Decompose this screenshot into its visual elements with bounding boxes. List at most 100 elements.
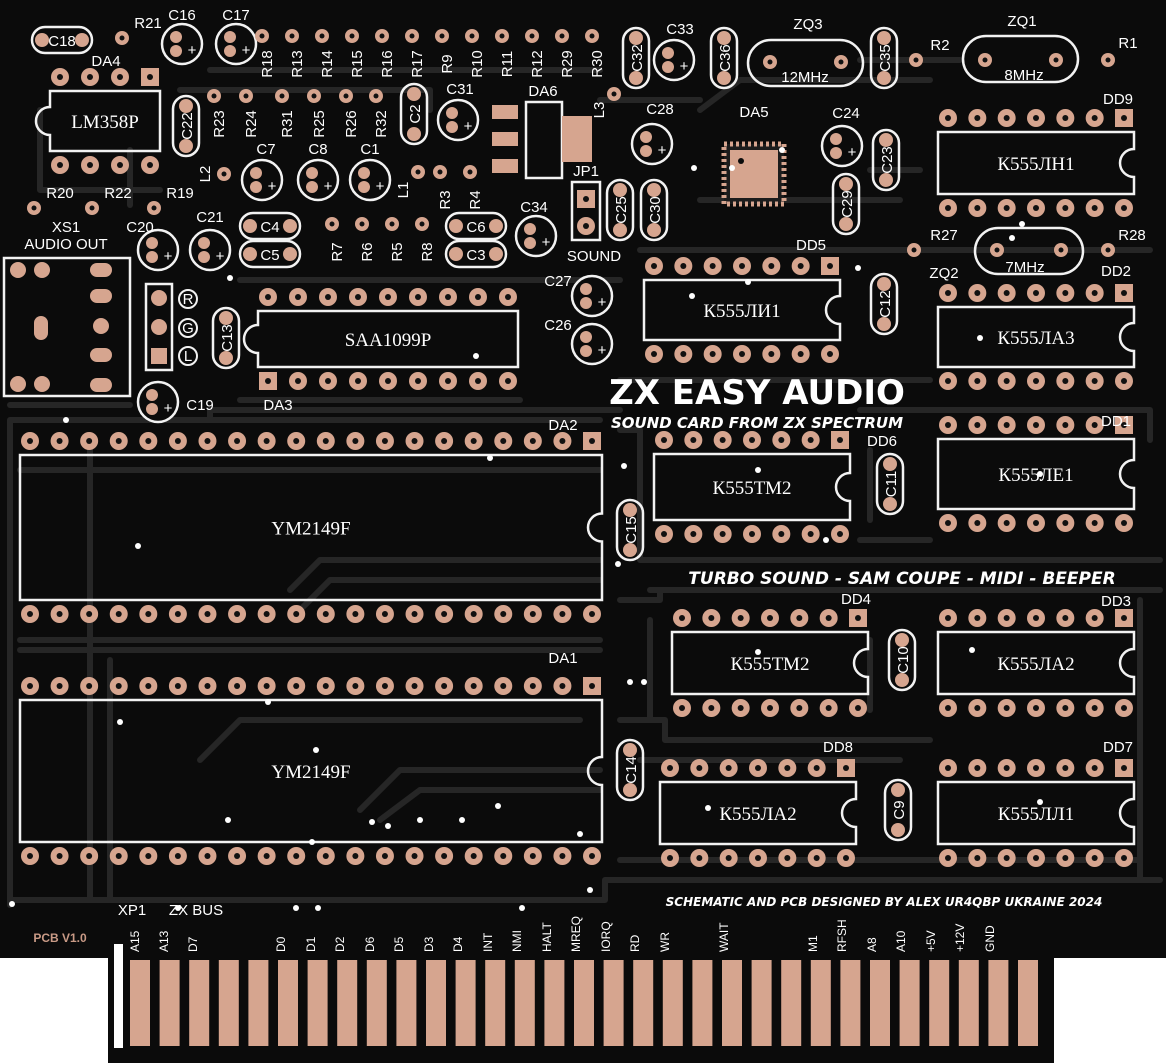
via [309,839,315,845]
bus-pin-label: WR [658,932,672,952]
via [63,417,69,423]
bus-finger [278,960,298,1046]
r17-label: R17 [409,50,426,78]
bus-pin-label: D5 [392,936,406,952]
r28-label: R28 [1118,227,1146,244]
bus-finger [455,960,476,1046]
bus-pin-label: D6 [363,936,377,952]
dd8-name: К555ЛА2 [719,804,796,825]
bus-finger [514,960,535,1046]
dd7-name: К555ЛЛ1 [998,804,1074,825]
bus-pin-label: A15 [128,930,142,952]
via [977,335,983,341]
c29-label: C29 [839,190,856,218]
bus-pin-label: A8 [865,937,879,952]
dd9-ref: DD9 [1103,91,1133,108]
board-subtitle: SOUND CARD FROM ZX SPECTRUM [611,414,903,432]
zq2-freq: 7MHz [1005,259,1044,276]
c7-label: C7 [256,141,275,158]
crystal-zq1: 8MHz ZQ1 [961,13,1080,84]
xp1-ref: XP1 [118,902,146,919]
via [9,901,15,907]
bus-finger [692,960,713,1046]
via [641,679,647,685]
via [615,561,621,567]
r23-label: R23 [211,110,228,138]
c24-label: C24 [832,105,860,122]
bus-finger [781,960,802,1046]
via [577,831,583,837]
c14-label: C14 [623,756,640,784]
c36-label: C36 [717,44,734,72]
board-credit: SCHEMATIC AND PCB DESIGNED BY ALEX UR4QB… [666,895,1103,909]
bus-pin-label: RD [628,934,642,952]
dd2-name: К555ЛА3 [997,328,1074,349]
bus-finger [218,960,239,1046]
bus-pin-label: D4 [451,936,465,952]
bus-finger [159,960,180,1046]
jp1-label: SOUND [567,248,621,265]
r2-label: R2 [930,37,949,54]
c19-plus: + [164,400,173,417]
c20-label: C20 [126,219,154,236]
c17-label: C17 [222,7,250,24]
board-title: ZX EASY AUDIO [609,373,905,413]
vias [9,147,1043,911]
dip-chips: YM2149FDA2YM2149FDA1SAA1099PDA3LM358PDA4… [18,53,1136,867]
bus-finger [426,960,446,1046]
bus-finger [574,960,594,1046]
r27-label: R27 [930,227,958,244]
bus-pin-label: +12V [953,924,967,952]
bus-finger [130,960,150,1046]
bus-pin-label: INT [481,932,495,952]
c23-label: C23 [879,146,896,174]
via [265,699,271,705]
c8-label: C8 [308,141,327,158]
via [729,165,735,171]
bus-finger [870,960,890,1046]
dd3-name: К555ЛА2 [997,654,1074,675]
dd1-ref: DD1 [1101,413,1131,430]
zq2-ref: ZQ2 [929,265,958,282]
via [473,353,479,359]
c3-label: C3 [466,247,485,264]
bus-finger [337,960,358,1046]
dd3-ref: DD3 [1101,593,1131,610]
chip-dd3: К555ЛА2 DD3 [936,593,1136,717]
da2-name: YM2149F [271,519,350,540]
r9-label: R9 [439,54,456,73]
bus-finger [988,960,1009,1046]
c19-label: C19 [186,397,214,414]
zq3-freq: 12MHz [781,69,829,86]
r22-label: R22 [104,185,132,202]
via [1037,799,1043,805]
via [1019,221,1025,227]
bus-finger [751,960,772,1046]
via [487,455,493,461]
c13-label: C13 [219,324,236,352]
crystal-zq3: 12MHz ZQ3 [746,16,865,88]
jumper-jp1: JP1 SOUND [567,163,621,265]
c6-label: C6 [466,219,485,236]
via [779,147,785,153]
da3-ref: DA3 [263,397,292,414]
dd6-ref: DD6 [867,433,897,450]
c5-label: C5 [260,247,279,264]
r10-label: R10 [469,50,486,78]
da1-ref: DA1 [548,650,577,667]
da2-ref: DA2 [548,417,577,434]
bus-finger [840,960,861,1046]
bus-pin-label: D1 [304,936,318,952]
dd2-ref: DD2 [1101,263,1131,280]
r12-label: R12 [529,50,546,78]
audio-pin-l: L [184,348,192,365]
c8-plus: + [324,178,333,195]
c33-plus: + [680,58,689,75]
r7-label: R7 [329,242,346,261]
bus-finger [662,960,683,1046]
r6-label: R6 [359,242,376,261]
c1-plus: + [376,178,385,195]
